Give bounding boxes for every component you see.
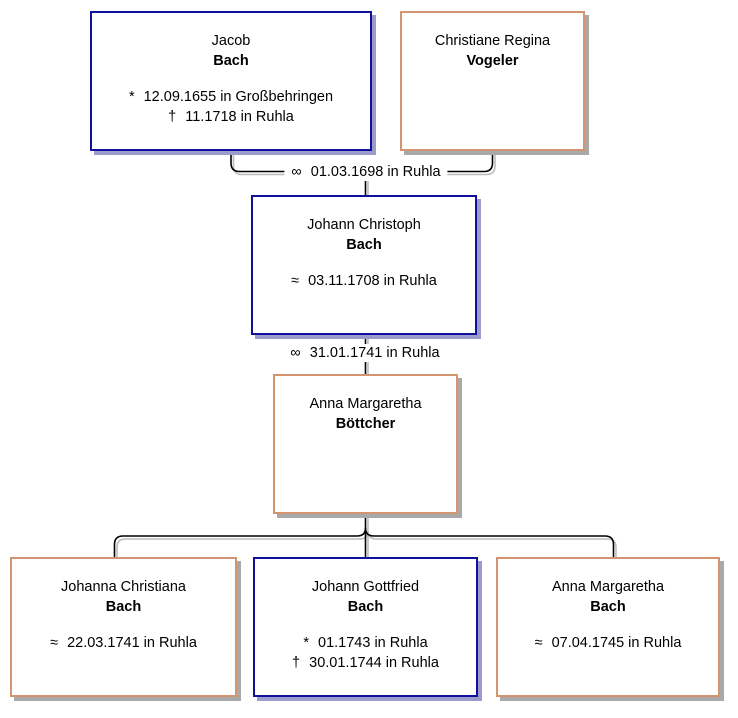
marriage-label: ∞ 01.03.1698 in Ruhla xyxy=(284,163,448,181)
baptism-symbol: ≈ xyxy=(534,635,543,651)
event-text: 03.11.1708 in Ruhla xyxy=(308,273,437,289)
given-name: Johanna Christiana xyxy=(61,579,186,595)
surname: Bach xyxy=(590,599,626,615)
marriage-symbol: ∞ xyxy=(291,164,302,180)
person-box-johanna-christiana-bach[interactable]: Johanna Christiana Bach ≈22.03.1741 in R… xyxy=(10,557,237,697)
event-text: 01.1743 in Ruhla xyxy=(318,635,428,651)
marriage-label: ∞ 31.01.1741 in Ruhla xyxy=(283,344,447,362)
person-box-johann-gottfried-bach[interactable]: Johann Gottfried Bach *01.1743 in Ruhla … xyxy=(253,557,478,697)
given-name: Anna Margaretha xyxy=(551,579,665,595)
surname: Vogeler xyxy=(466,53,519,69)
event-line: * 01.1743 in Ruhla xyxy=(255,633,476,653)
marriage-symbol: ∞ xyxy=(290,345,301,361)
event-line: † 30.01.1744 in Ruhla xyxy=(255,653,476,673)
marriage-text: 31.01.1741 in Ruhla xyxy=(309,345,440,361)
surname: Bach xyxy=(213,53,249,69)
event-line: * 12.09.1655 in Großbehringen xyxy=(92,87,370,107)
birth-symbol: * xyxy=(128,89,135,105)
event-line: † 11.1718 in Ruhla xyxy=(92,107,370,127)
given-name: Johann Christoph xyxy=(307,217,421,233)
death-symbol: † xyxy=(292,655,301,671)
event-line: ≈03.11.1708 in Ruhla xyxy=(253,271,475,291)
surname: Böttcher xyxy=(335,416,396,432)
death-symbol: † xyxy=(168,109,177,125)
event-text: 30.01.1744 in Ruhla xyxy=(309,655,439,671)
birth-symbol: * xyxy=(303,635,309,651)
baptism-symbol: ≈ xyxy=(50,635,59,651)
person-box-jacob-bach[interactable]: Jacob Bach *12.09.1655 in Großbehringen … xyxy=(90,11,372,151)
event-line: ≈22.03.1741 in Ruhla xyxy=(12,633,235,653)
person-box-anna-margaretha-boettcher[interactable]: Anna Margaretha Böttcher xyxy=(273,374,458,514)
given-name: Johann Gottfried xyxy=(311,579,420,595)
given-name: Anna Margaretha xyxy=(309,396,422,412)
event-text: 11.1718 in Ruhla xyxy=(185,109,294,125)
person-box-johann-christoph-bach[interactable]: Johann Christoph Bach ≈03.11.1708 in Ruh… xyxy=(251,195,477,335)
surname: Bach xyxy=(346,237,382,253)
person-box-anna-margaretha-bach[interactable]: Anna Margaretha Bach ≈07.04.1745 in Ruhl… xyxy=(496,557,720,697)
event-text: 12.09.1655 in Großbehringen xyxy=(143,89,334,105)
surname: Bach xyxy=(105,599,142,615)
given-name: Jacob xyxy=(211,33,251,49)
baptism-symbol: ≈ xyxy=(291,273,300,289)
event-text: 22.03.1741 in Ruhla xyxy=(67,635,197,651)
event-text: 07.04.1745 in Ruhla xyxy=(551,635,682,651)
event-line: ≈07.04.1745 in Ruhla xyxy=(498,633,718,653)
marriage-text: 01.03.1698 in Ruhla xyxy=(310,164,441,180)
given-name: Christiane Regina xyxy=(434,33,551,49)
person-box-christiane-vogeler[interactable]: Christiane Regina Vogeler xyxy=(400,11,585,151)
surname: Bach xyxy=(347,599,384,615)
